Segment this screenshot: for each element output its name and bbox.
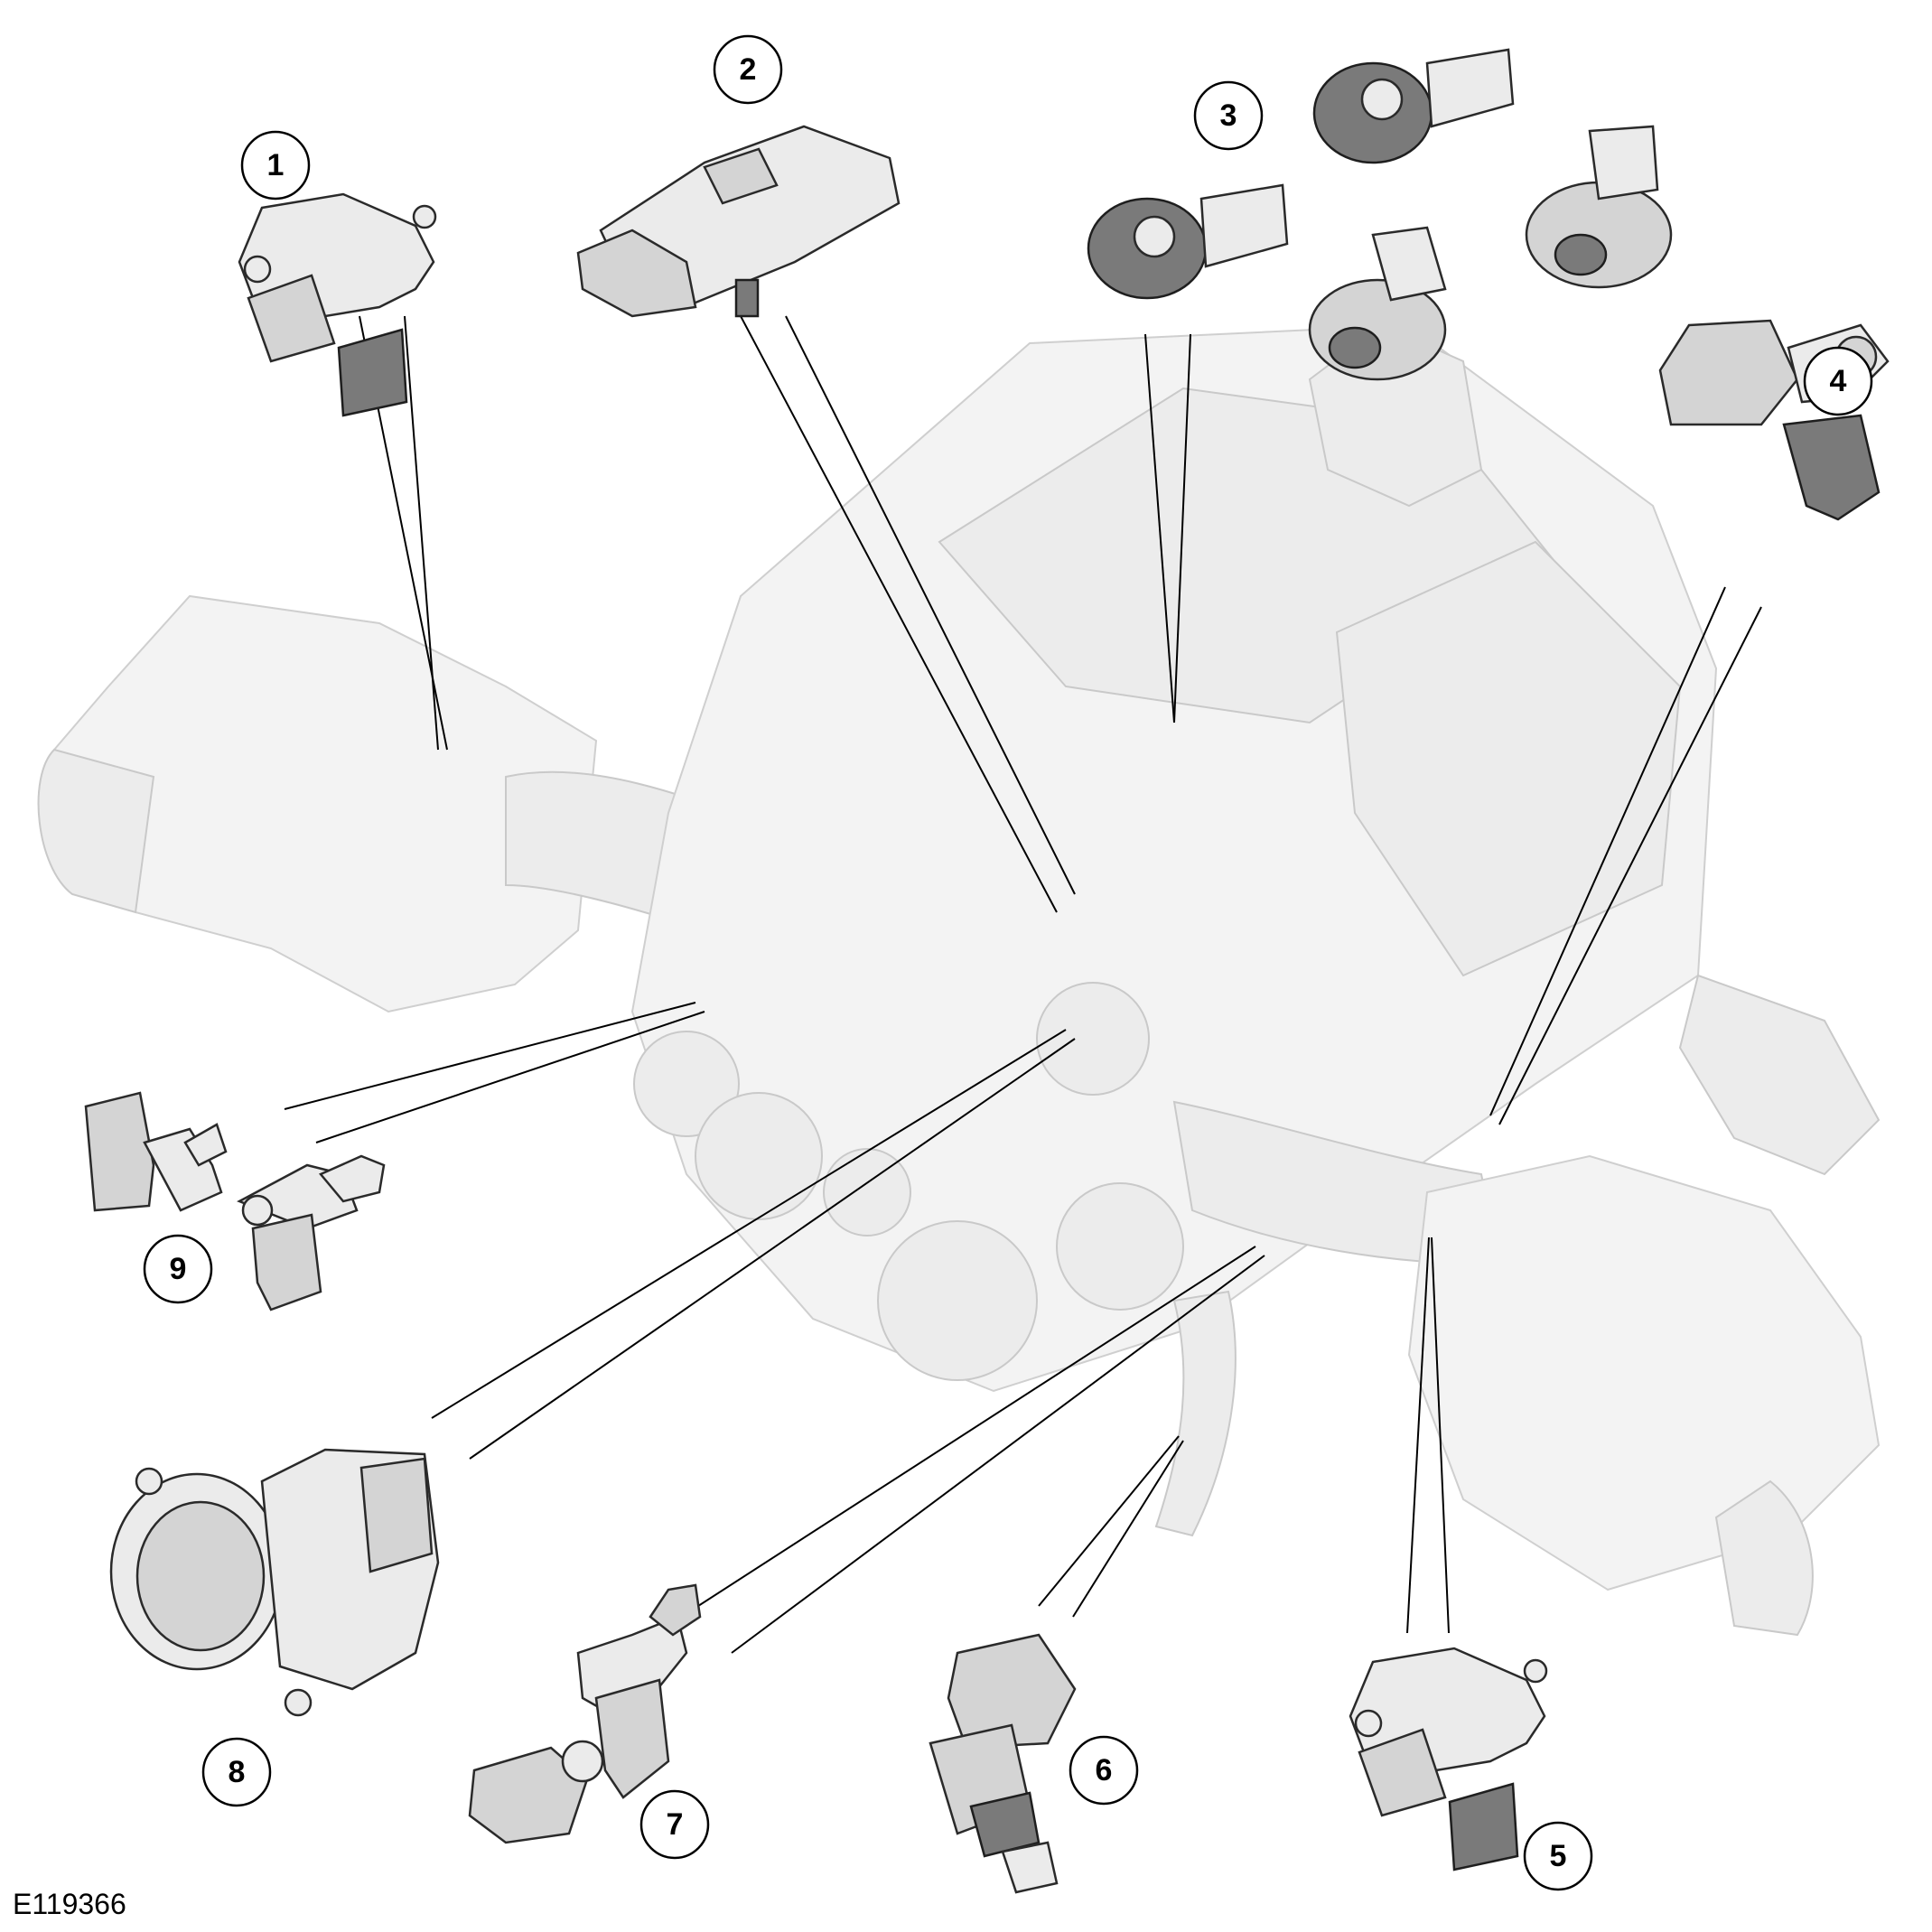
svg-text:6: 6 <box>1096 1753 1113 1787</box>
callouts: 1 2 3 4 5 6 7 8 <box>143 34 1873 1891</box>
callout-2: 2 <box>713 34 783 105</box>
callout-7: 7 <box>639 1789 710 1860</box>
svg-text:1: 1 <box>267 148 285 182</box>
callout-4: 4 <box>1803 346 1873 416</box>
component-9-position-sensors <box>84 1091 386 1311</box>
svg-text:7: 7 <box>667 1807 684 1842</box>
callout-3: 3 <box>1193 80 1264 151</box>
engine-assembly <box>37 323 1881 1637</box>
svg-text:3: 3 <box>1220 98 1237 133</box>
component-3-knock-sensors <box>1087 48 1673 381</box>
svg-text:4: 4 <box>1830 364 1847 398</box>
svg-text:5: 5 <box>1550 1839 1567 1873</box>
callout-9: 9 <box>143 1234 213 1304</box>
svg-text:9: 9 <box>170 1252 187 1286</box>
component-6-temperature-sensor <box>929 1633 1077 1894</box>
component-2-pressure-sensor <box>576 125 901 318</box>
component-7-position-sensor <box>468 1583 702 1844</box>
callout-5: 5 <box>1523 1821 1593 1891</box>
figure-id: E119366 <box>13 1888 126 1920</box>
component-1-maf-sensor <box>238 192 437 417</box>
svg-text:2: 2 <box>740 52 757 87</box>
leader-lines <box>284 315 1762 1654</box>
component-8-throttle-body <box>109 1448 440 1717</box>
callout-1: 1 <box>240 130 311 201</box>
callout-8: 8 <box>201 1737 272 1807</box>
callout-6: 6 <box>1069 1735 1139 1806</box>
svg-text:8: 8 <box>229 1755 246 1789</box>
component-5-maf-sensor <box>1349 1647 1548 1871</box>
